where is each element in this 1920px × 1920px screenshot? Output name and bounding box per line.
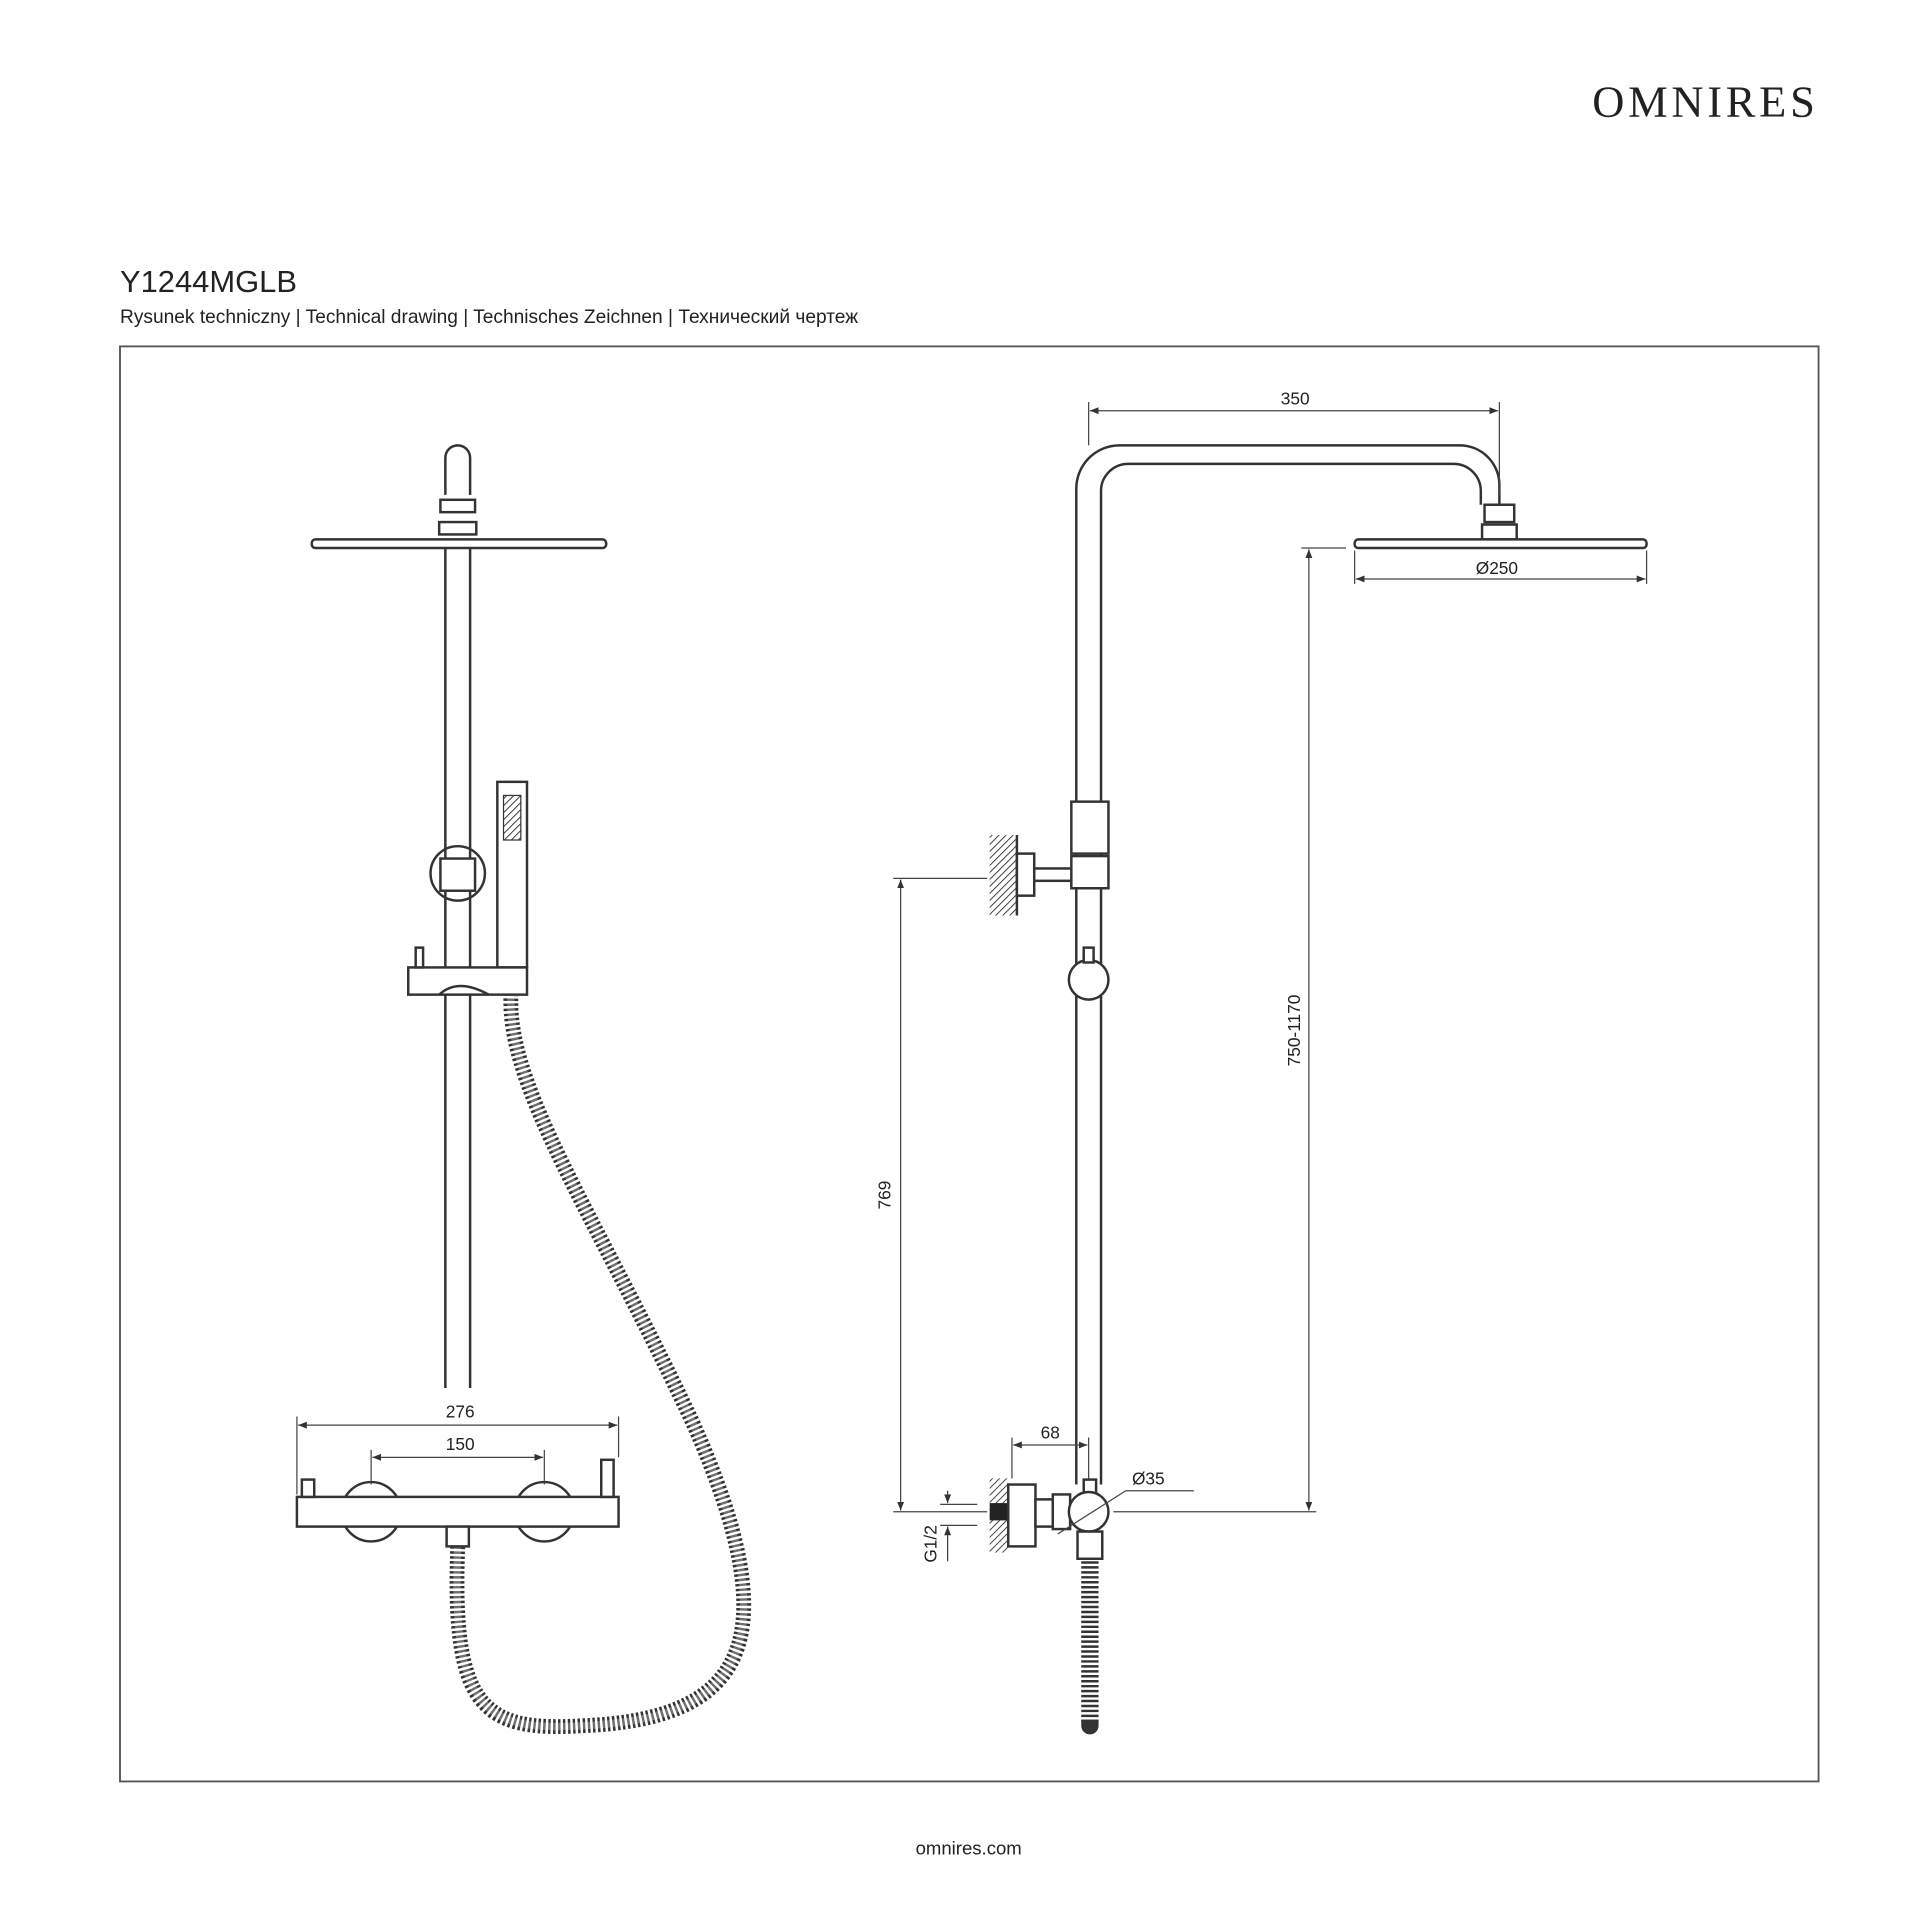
subtitle: Rysunek techniczny | Technical drawing |… <box>120 307 858 328</box>
dim-wall-offset: 68 <box>1041 1423 1060 1443</box>
dim-thread: G1/2 <box>920 1525 940 1563</box>
side-view: 350 Ø250 750-1170 769 68 Ø35 G1/2 <box>875 389 1648 1735</box>
dim-bracket-height: 769 <box>875 1181 895 1210</box>
dim-head-diameter: Ø250 <box>1476 558 1518 578</box>
dim-body-diameter: Ø35 <box>1132 1469 1165 1489</box>
dim-arm-length: 350 <box>1281 389 1310 409</box>
front-view: 276 150 <box>295 444 752 1734</box>
drawing-frame <box>119 345 1820 1783</box>
product-code: Y1244MGLB <box>120 264 297 299</box>
dim-total-width: 276 <box>446 1402 475 1422</box>
footer-website[interactable]: omnires.com <box>916 1837 1022 1858</box>
dim-height-range: 750-1170 <box>1284 995 1304 1067</box>
dim-axis-spacing: 150 <box>446 1434 475 1454</box>
brand-logo: OMNIRES <box>1592 76 1818 126</box>
